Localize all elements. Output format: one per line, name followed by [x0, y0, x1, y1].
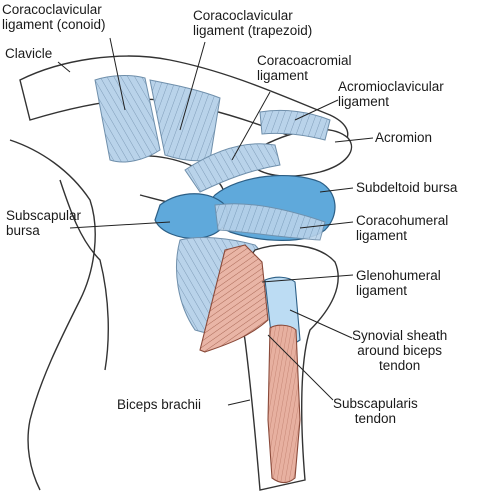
label-line: ligament (trapezoid)	[193, 23, 313, 38]
label-line: ligament	[356, 228, 408, 243]
subscapularis-muscle	[199, 244, 269, 353]
label-line: Synovial sheath	[352, 328, 448, 343]
label-line: Biceps brachii	[117, 397, 202, 412]
label-coracohumeral: Coracohumeral ligament	[356, 213, 448, 243]
label-glenohumeral: Glenohumeral ligament	[356, 268, 441, 298]
label-line: Clavicle	[5, 46, 53, 61]
label-line: Glenohumeral	[356, 268, 441, 283]
biceps-tendon	[267, 324, 301, 484]
acromioclavicular-ligament	[259, 109, 331, 141]
label-subscapular-bursa: Subscapular bursa	[6, 208, 81, 238]
label-biceps-brachii: Biceps brachii	[117, 397, 201, 412]
label-line: Coracoclavicular	[193, 8, 293, 23]
label-line: ligament	[356, 283, 408, 298]
label-clavicle: Clavicle	[5, 46, 52, 61]
label-line: Subscapularis	[333, 396, 418, 411]
label-coracoclavicular-conoid: Coracoclavicular ligament (conoid)	[2, 2, 106, 32]
label-line: tendon	[354, 411, 397, 426]
label-subdeltoid-bursa: Subdeltoid bursa	[356, 180, 457, 195]
label-line: around biceps	[357, 343, 443, 358]
label-line: tendon	[379, 358, 421, 373]
label-line: ligament	[257, 68, 309, 83]
label-line: Acromion	[375, 130, 433, 145]
label-line: Subdeltoid bursa	[356, 180, 458, 195]
label-subscapularis-tendon: Subscapularis tendon	[333, 396, 418, 426]
label-line: Coracoclavicular	[2, 2, 102, 17]
label-acromion: Acromion	[375, 130, 432, 145]
label-line: Subscapular	[6, 208, 82, 223]
label-line: Coracohumeral	[356, 213, 449, 228]
label-acromioclavicular: Acromioclavicular ligament	[338, 79, 444, 109]
leader-lines	[57, 37, 374, 406]
label-coracoacromial: Coracoacromial ligament	[257, 53, 352, 83]
label-line: Coracoacromial	[257, 53, 352, 68]
coracoclavicular-trapezoid-ligament	[149, 79, 221, 162]
label-line: ligament (conoid)	[2, 17, 106, 32]
coracoclavicular-conoid-ligament	[94, 75, 161, 163]
label-synovial-sheath: Synovial sheath around biceps tendon	[352, 328, 447, 373]
coracohumeral-ligament	[214, 203, 326, 241]
label-line: ligament	[338, 94, 390, 109]
label-line: Acromioclavicular	[338, 79, 444, 94]
label-line: bursa	[6, 223, 40, 238]
label-coracoclavicular-trapezoid: Coracoclavicular ligament (trapezoid)	[193, 8, 312, 38]
coracoacromial-ligament	[184, 143, 281, 193]
